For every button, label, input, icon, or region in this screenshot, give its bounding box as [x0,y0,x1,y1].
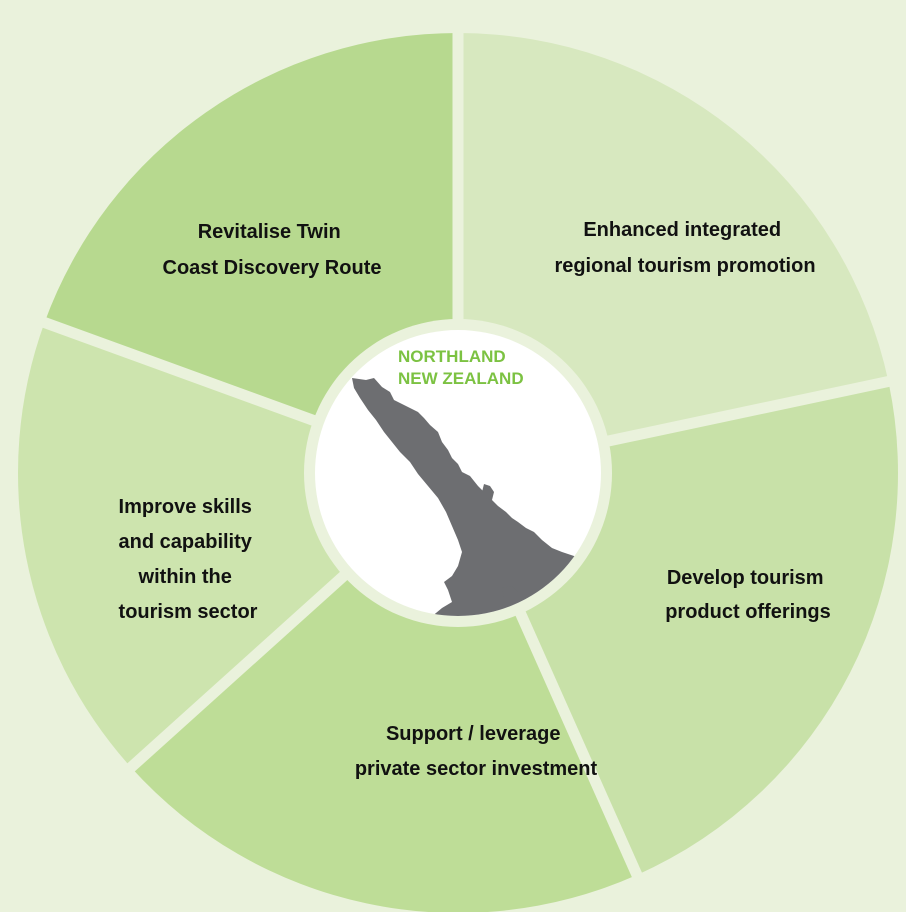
segment-label-product: Develop tourism product offerings [665,567,831,623]
label-line: and capability [119,531,253,553]
segment-label-promotion: Enhanced integrated regional tourism pro… [554,219,815,277]
northland-map-detail [502,586,518,598]
label-line: Improve skills [119,496,252,518]
label-line: private sector investment [355,758,598,780]
label-line: regional tourism promotion [554,255,815,277]
segment-label-skills: Improve skills and capability within the… [119,496,258,623]
brand-new-zealand: NEW ZEALAND [398,369,524,388]
label-line: Develop tourism [667,567,824,589]
label-line: product offerings [665,601,831,623]
segment-label-revitalise: Revitalise Twin Coast Discovery Route [163,221,382,279]
segment-label-investment: Support / leverage private sector invest… [355,723,598,780]
center-badge: NORTHLAND NEW ZEALAND [304,319,612,627]
label-line: Revitalise Twin [198,221,341,243]
label-line: Enhanced integrated [583,219,781,241]
brand-northland: NORTHLAND [398,347,506,366]
label-line: Support / leverage [386,723,561,745]
label-line: Coast Discovery Route [163,257,382,279]
label-line: within the [138,566,232,588]
northland-map-detail [482,484,494,500]
label-line: tourism sector [119,601,258,623]
segment-private-sector-investment [131,473,637,912]
